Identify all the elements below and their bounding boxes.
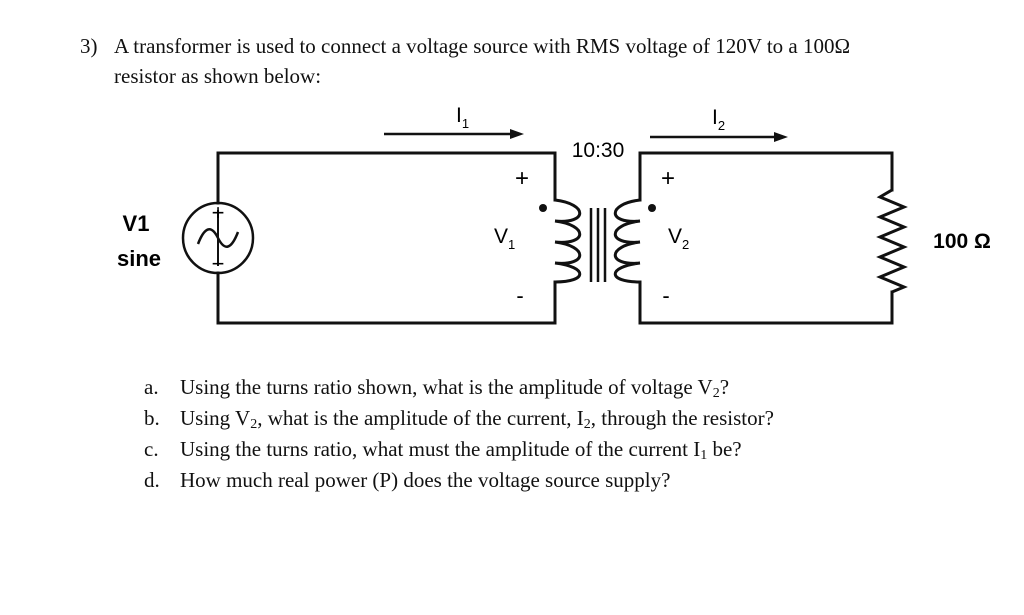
subquestion-b: b.Using V2, what is the amplitude of the… xyxy=(144,406,774,432)
resistor-label: 100 Ω xyxy=(933,230,991,253)
subquestion-text: Using the turns ratio shown, what is the… xyxy=(180,375,713,399)
primary-polarity-dot xyxy=(539,204,547,212)
question-text-line-1: A transformer is used to connect a volta… xyxy=(114,34,851,58)
subquestion-c: c. Using the turns ratio, what must the a… xyxy=(144,437,742,463)
primary-plus-sign: + xyxy=(515,165,529,192)
current-label-i1: I1 xyxy=(456,104,469,131)
subquestion-text: How much real power (P) does the voltage… xyxy=(180,468,671,492)
question-text-line-2: resistor as shown below: xyxy=(114,64,322,88)
subquestion-label: c. xyxy=(144,437,159,461)
secondary-plus-sign: + xyxy=(661,165,675,192)
transformer-icon xyxy=(554,198,641,284)
resistor-icon xyxy=(876,188,908,294)
secondary-wire-bottom xyxy=(638,280,894,325)
question-number: 3) xyxy=(80,34,98,58)
subquestion-text: Using V xyxy=(180,406,251,430)
source-name: V1 xyxy=(123,211,150,236)
current-arrowhead-i1 xyxy=(510,129,524,139)
voltage-label-v2: V2 xyxy=(668,225,689,252)
subquestion-text: Using the turns ratio, what must the amp… xyxy=(180,437,701,461)
primary-wire-top xyxy=(216,151,557,202)
subquestion-label: d. xyxy=(144,468,160,492)
secondary-minus-sign: - xyxy=(662,283,669,308)
current-label-i2: I2 xyxy=(712,106,725,133)
voltage-label-v1: V1 xyxy=(494,225,515,252)
subquestion-d: d. How much real power (P) does the volta… xyxy=(144,468,670,493)
subquestion-label: b. xyxy=(144,406,160,430)
subquestion-a: a. Using the turns ratio shown, what is t… xyxy=(144,375,730,401)
current-arrowhead-i2 xyxy=(774,132,788,142)
sine-source-icon xyxy=(181,201,255,275)
secondary-wire-top xyxy=(638,151,894,202)
subquestion-label: a. xyxy=(144,375,159,399)
source-type: sine xyxy=(117,246,161,271)
primary-wire-bottom xyxy=(216,280,557,325)
source-plus-sign: + xyxy=(212,200,225,225)
source-minus-sign: − xyxy=(212,251,225,276)
primary-minus-sign: - xyxy=(516,283,523,308)
primary-winding xyxy=(554,198,582,284)
secondary-winding xyxy=(613,198,641,284)
turns-ratio: 10:30 xyxy=(572,139,625,162)
secondary-polarity-dot xyxy=(648,204,656,212)
